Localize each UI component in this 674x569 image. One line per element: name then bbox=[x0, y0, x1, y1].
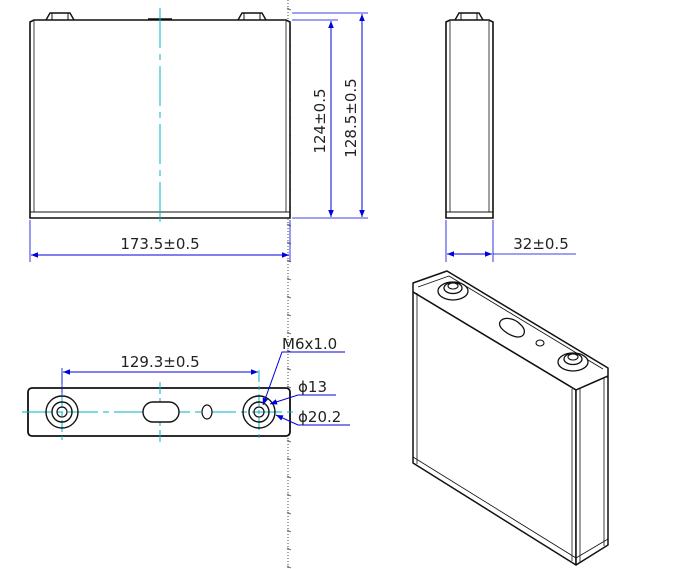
side-view: 32±0.5 bbox=[445, 12, 576, 262]
top-view-terminal-left bbox=[45, 395, 79, 429]
dim-height-body: 124±0.5 bbox=[311, 88, 329, 153]
dim-terminal-base-dia: ϕ20.2 bbox=[298, 408, 341, 426]
front-view-terminal-left bbox=[45, 12, 75, 21]
dim-thread: M6x1.0 bbox=[282, 335, 337, 353]
front-view-body bbox=[29, 19, 291, 219]
top-view-vent bbox=[142, 401, 180, 423]
side-view-body bbox=[445, 19, 494, 219]
dim-width: 173.5±0.5 bbox=[120, 235, 199, 253]
dim-terminal-pitch: 129.3±0.5 bbox=[120, 353, 199, 371]
top-view: 129.3±0.5 M6x1.0 ϕ13 ϕ20.2 bbox=[22, 335, 350, 446]
side-view-terminal bbox=[454, 12, 484, 21]
top-view-fill-hole bbox=[201, 404, 213, 420]
front-view-terminal-right bbox=[237, 12, 267, 21]
isometric-view bbox=[412, 270, 609, 566]
iso-fill-hole bbox=[535, 339, 545, 347]
iso-side-face bbox=[575, 375, 609, 566]
front-view: 124±0.5 128.5±0.5 173.5±0.5 bbox=[29, 8, 368, 262]
leader-terminal-dia bbox=[269, 394, 336, 405]
iso-vent bbox=[498, 317, 525, 338]
iso-terminal-left bbox=[437, 281, 469, 301]
dim-thickness: 32±0.5 bbox=[513, 235, 569, 253]
top-view-terminal-right bbox=[242, 395, 276, 429]
iso-terminal-right bbox=[557, 352, 589, 372]
dim-terminal-dia: ϕ13 bbox=[298, 378, 327, 396]
leader-thread bbox=[262, 351, 345, 406]
dim-height-total: 128.5±0.5 bbox=[342, 78, 360, 157]
leader-terminal-base-dia bbox=[275, 414, 350, 426]
